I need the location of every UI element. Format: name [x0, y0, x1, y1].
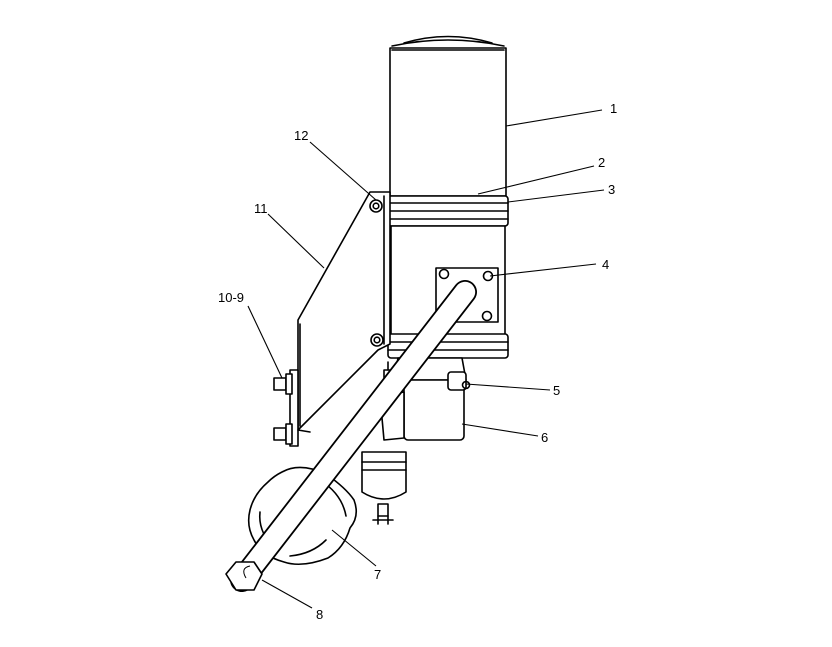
sediment-bowl	[361, 451, 407, 525]
clamp-band	[387, 195, 509, 227]
mounting-bracket	[289, 191, 391, 447]
pump-block	[379, 379, 465, 441]
callout-labels: 1 2 3 4 5 6 7 8 10-9 11 12	[218, 101, 617, 622]
leader-lines	[247, 109, 605, 609]
callout-8: 8	[316, 607, 323, 622]
callout-4: 4	[602, 257, 609, 272]
bracket-bolts	[273, 373, 311, 445]
callout-3: 3	[608, 182, 615, 197]
callout-5: 5	[553, 383, 560, 398]
callout-2: 2	[598, 155, 605, 170]
callout-10-9: 10-9	[218, 290, 244, 305]
callout-1: 1	[610, 101, 617, 116]
filter-element-canister	[389, 35, 507, 197]
fuel-tube	[225, 280, 477, 592]
upper-bolts	[369, 199, 384, 347]
callout-7: 7	[374, 567, 381, 582]
callout-11: 11	[254, 201, 268, 216]
fitting	[447, 371, 471, 391]
callout-12: 12	[294, 128, 308, 143]
callout-6: 6	[541, 430, 548, 445]
